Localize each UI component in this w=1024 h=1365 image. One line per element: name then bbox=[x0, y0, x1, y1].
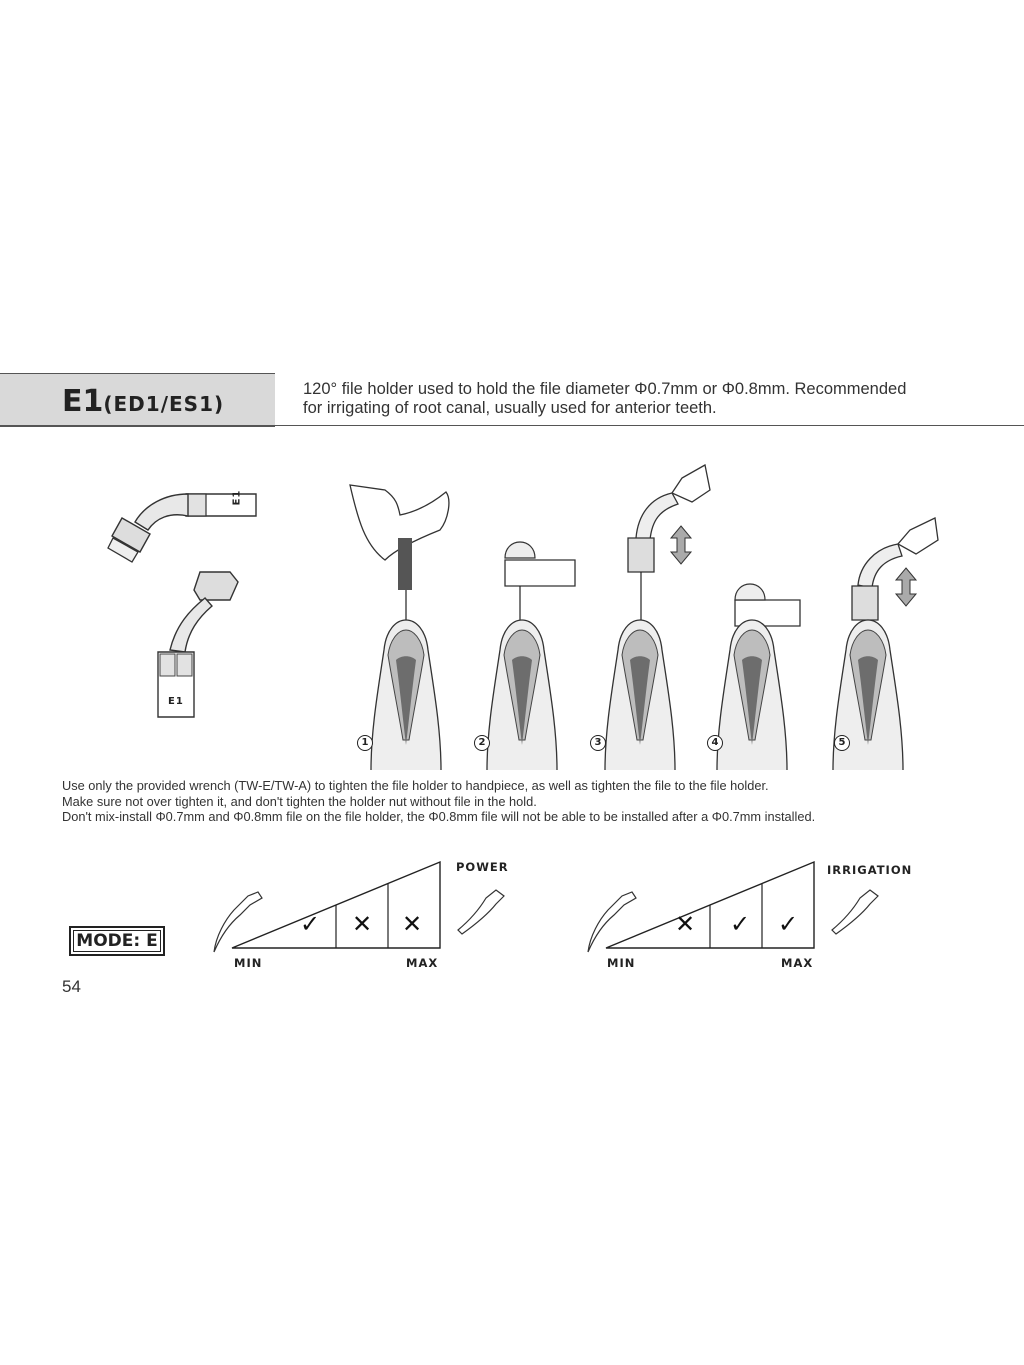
irrigation-max-label: MAX bbox=[781, 956, 814, 970]
irrigation-title: IRRIGATION bbox=[827, 863, 913, 877]
step-2-figure bbox=[486, 541, 576, 771]
tip-name: E1 bbox=[62, 384, 104, 419]
step-5-figure bbox=[832, 517, 939, 771]
page-number: 54 bbox=[62, 977, 81, 996]
step-number-1: 1 bbox=[357, 735, 373, 751]
usage-notes: Use only the provided wrench (TW-E/TW-A)… bbox=[62, 778, 1002, 825]
power-chart bbox=[213, 860, 505, 953]
irrigation-min-label: MIN bbox=[607, 956, 636, 970]
step-number-4: 4 bbox=[707, 735, 723, 751]
tip-description: 120° file holder used to hold the file d… bbox=[303, 380, 1003, 418]
power-level-2-cross-icon: ✕ bbox=[352, 910, 373, 938]
tool-a-label: E1 bbox=[231, 489, 243, 506]
description-line: for irrigating of root canal, usually us… bbox=[303, 399, 717, 417]
note-line: Don't mix-install Φ0.7mm and Φ0.8mm file… bbox=[62, 809, 816, 824]
step-1-figure bbox=[349, 484, 450, 771]
irrigation-level-1-cross-icon: ✕ bbox=[675, 910, 696, 938]
power-level-3-cross-icon: ✕ bbox=[402, 910, 423, 938]
irrigation-chart bbox=[587, 860, 879, 953]
step-4-figure bbox=[716, 583, 801, 771]
page-title: E1(ED1/ES1) bbox=[62, 384, 224, 419]
power-level-1-check-icon: ✓ bbox=[300, 910, 321, 938]
tool-b-label: E1 bbox=[168, 696, 184, 707]
tool-a-illustration bbox=[107, 493, 257, 563]
note-line: Make sure not over tighten it, and don't… bbox=[62, 793, 537, 809]
note-line: Use only the provided wrench (TW-E/TW-A)… bbox=[62, 778, 769, 793]
irrigation-level-2-check-icon: ✓ bbox=[730, 910, 751, 938]
power-min-label: MIN bbox=[234, 956, 263, 970]
power-max-label: MAX bbox=[406, 956, 439, 970]
step-number-2: 2 bbox=[474, 735, 490, 751]
step-3-figure bbox=[604, 463, 711, 771]
power-title: POWER bbox=[456, 860, 509, 874]
step-number-3: 3 bbox=[590, 735, 606, 751]
tool-b-illustration bbox=[157, 571, 239, 718]
title-box: E1(ED1/ES1) bbox=[0, 373, 275, 427]
header-divider bbox=[0, 425, 1024, 426]
step-number-5: 5 bbox=[834, 735, 850, 751]
description-line: 120° file holder used to hold the file d… bbox=[303, 380, 907, 398]
tip-alias: (ED1/ES1) bbox=[103, 392, 225, 416]
irrigation-level-3-check-icon: ✓ bbox=[778, 910, 799, 938]
mode-badge: MODE: E bbox=[69, 926, 165, 956]
